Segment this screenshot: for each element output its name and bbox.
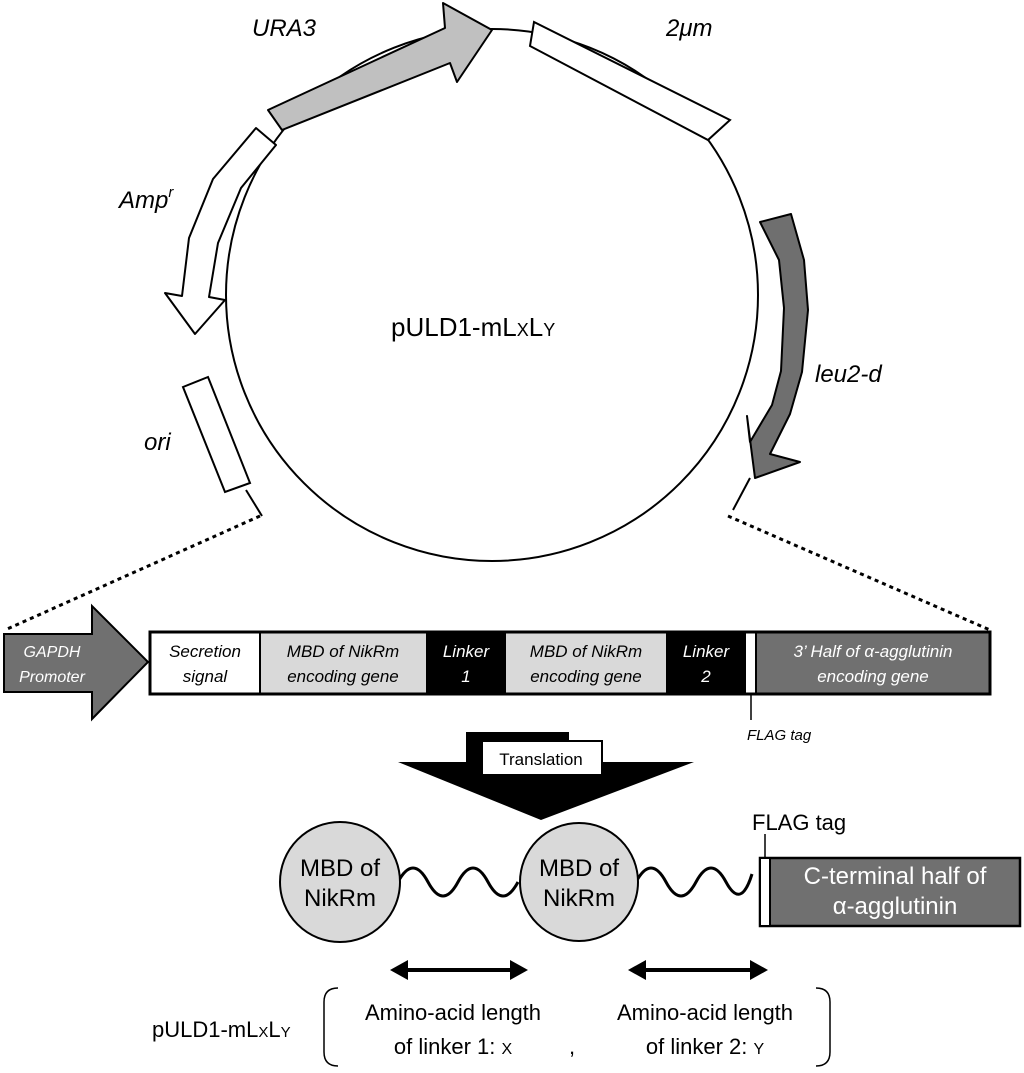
leu2d-gene-arrow xyxy=(746,213,809,479)
legend-comma: , xyxy=(569,1034,575,1059)
two-micron-box xyxy=(528,20,732,142)
amp-resistance-arrow xyxy=(164,127,277,335)
secretion-label-1: Secretion xyxy=(169,642,241,661)
legend-name-prefix: pULD1-mL xyxy=(152,1017,258,1042)
mbd1-circle xyxy=(279,821,401,943)
linker2-label-2: 2 xyxy=(700,667,711,686)
mbd2-label-1: MBD of NikRm xyxy=(530,642,642,661)
translation-arrow: Translation xyxy=(398,732,694,820)
legend-linker1-text: of linker 1: xyxy=(394,1034,502,1059)
linker2-label-1: Linker xyxy=(683,642,731,661)
mbd1-circle-label-1: MBD of xyxy=(300,855,380,882)
mbd2-circle-label-1: MBD of xyxy=(539,855,619,882)
legend-linker2-line1: Amino-acid length xyxy=(617,1000,793,1025)
c-terminal-label-1: C-terminal half of xyxy=(804,863,987,890)
gapdh-promoter-arrow xyxy=(3,603,150,722)
linker2-wave xyxy=(634,866,754,898)
promoter-label-1: GAPDH xyxy=(24,644,81,661)
mbd1-block xyxy=(260,632,426,694)
flag-label: FLAG tag xyxy=(747,727,812,744)
secretion-signal-block xyxy=(150,632,260,694)
linker-length-arrows xyxy=(390,960,768,980)
amp-superscript: r xyxy=(168,184,174,201)
cassette-outline xyxy=(148,630,992,696)
agglutinin-block xyxy=(756,632,990,694)
legend-linker1-line1: Amino-acid length xyxy=(365,1000,541,1025)
legend-linker2-var: Y xyxy=(753,1041,764,1058)
flag-block xyxy=(746,632,756,694)
mbd2-block xyxy=(506,632,666,694)
mbd2-label-2: encoding gene xyxy=(530,667,642,686)
legend-bracket-right xyxy=(815,987,831,1067)
linker-legend: pULD1-mLXLY Amino-acid length of linker … xyxy=(152,987,831,1067)
linker1-label-1: Linker xyxy=(443,642,491,661)
zoom-line-right xyxy=(727,514,991,632)
fusion-protein: MBD of NikRm MBD of NikRm FLAG tag C-ter… xyxy=(279,810,1022,943)
ura3-gene-arrow xyxy=(267,2,493,131)
mbd1-circle-label-2: NikRm xyxy=(304,885,376,912)
mbd2-circle xyxy=(519,822,639,942)
legend-bracket-left xyxy=(323,987,339,1067)
amp-label: Amp xyxy=(117,187,168,214)
ori-label: ori xyxy=(144,429,171,456)
translation-label: Translation xyxy=(499,750,582,769)
legend-linker2-text: of linker 2: xyxy=(646,1034,754,1059)
ori-box xyxy=(181,375,252,494)
linker2-block xyxy=(666,632,746,694)
expression-cassette: GAPDH Promoter Secretion signal MBD of N… xyxy=(3,603,992,744)
translation-label-box xyxy=(481,740,603,776)
amp-label-group: Ampr xyxy=(117,184,174,214)
plasmid-name-y: Y xyxy=(543,320,555,340)
linker1-arrow-right xyxy=(510,960,528,980)
mbd1-label-1: MBD of NikRm xyxy=(287,642,399,661)
linker1-label-2: 1 xyxy=(461,667,470,686)
ura3-label: URA3 xyxy=(252,15,317,42)
plasmid-name: pULD1-mLXLY xyxy=(391,312,555,342)
promoter-label-2: Promoter xyxy=(19,669,85,686)
mbd2-circle-label-2: NikRm xyxy=(543,885,615,912)
legend-name-x: X xyxy=(258,1024,268,1041)
plasmid-name-prefix: pULD1-mL xyxy=(391,312,517,342)
c-terminal-block xyxy=(758,856,1022,928)
leu2d-label: leu2-d xyxy=(815,361,882,388)
mbd1-label-2: encoding gene xyxy=(287,667,399,686)
legend-linker1-line2: of linker 1: X xyxy=(394,1034,513,1059)
linker2-arrow-left xyxy=(628,960,646,980)
protein-flag-block xyxy=(759,857,771,927)
protein-flag-label: FLAG tag xyxy=(752,810,846,835)
plasmid-name-mid: L xyxy=(529,312,543,342)
legend-name-y: Y xyxy=(281,1024,291,1041)
plasmid-map: URA3 2μm Ampr ori leu2-d pULD1-mLXLY xyxy=(117,2,882,640)
linker2-arrow-right xyxy=(750,960,768,980)
c-terminal-label-2: α-agglutinin xyxy=(833,893,958,920)
linker1-block xyxy=(426,632,506,694)
plasmid-name-x: X xyxy=(517,320,529,340)
agglutinin-gene-label-1: 3’ Half of α-agglutinin xyxy=(793,642,952,661)
agglutinin-gene-label-2: encoding gene xyxy=(817,667,929,686)
legend-name-mid: L xyxy=(268,1017,280,1042)
linker1-wave xyxy=(396,866,520,898)
secretion-label-2: signal xyxy=(183,667,229,686)
zoom-line-left xyxy=(4,514,261,632)
linker1-arrow-left xyxy=(390,960,408,980)
two-micron-label: 2μm xyxy=(665,15,713,42)
legend-linker1-var: X xyxy=(501,1041,512,1058)
legend-linker2-line2: of linker 2: Y xyxy=(646,1034,765,1059)
legend-plasmid-name: pULD1-mLXLY xyxy=(152,1017,291,1042)
